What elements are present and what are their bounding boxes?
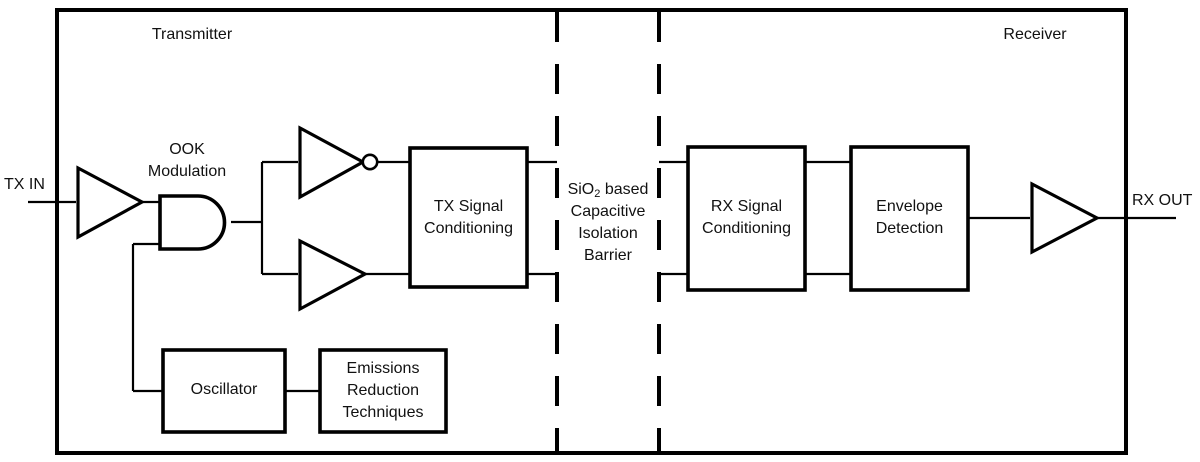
oscillator-block [161,348,287,434]
rx-signal-conditioning-block [686,145,807,292]
tx-signal-conditioning-block [408,146,529,289]
inverter-bubble-icon [361,153,379,171]
chip-outline [55,8,1128,455]
inverter-icon [298,125,367,200]
input-buffer-icon [76,165,146,240]
lower-buffer-icon [298,238,369,312]
output-buffer-icon [1030,181,1101,255]
and-gate-icon [158,194,227,251]
emissions-reduction-block [318,348,448,434]
envelope-detection-block [849,145,970,292]
